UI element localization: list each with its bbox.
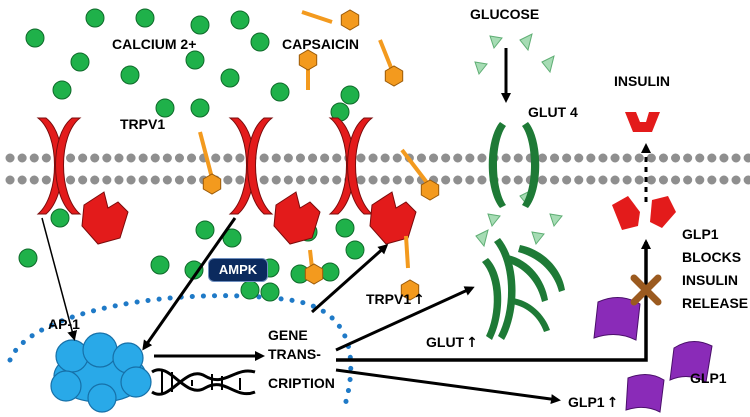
label-glut-up: GLUT↑ [426, 334, 478, 352]
calcium-ion [50, 208, 70, 228]
capsaicin-tail [404, 235, 410, 269]
arrow-gene-to-insulin [336, 239, 651, 362]
calcium-ion [345, 240, 365, 260]
glp1-receptor [612, 196, 676, 230]
label-capsaicin: CAPSAICIN [282, 36, 360, 52]
capsaicin-head [340, 9, 360, 31]
up-arrow-icon: ↑ [466, 335, 478, 351]
calcium-ion [250, 32, 270, 52]
capsaicin-tail [301, 10, 333, 24]
capsaicin-head [420, 179, 440, 201]
label-ap1: AP-1 [48, 316, 80, 332]
label-glp1: GLP1 [690, 370, 727, 386]
glucose-molecule [487, 213, 501, 228]
label-gene-line1: GENE [268, 327, 308, 343]
capsaicin-head [400, 279, 420, 301]
calcium-ion [220, 68, 240, 88]
trpv1-channel-left [36, 117, 129, 245]
calcium-ion [240, 280, 260, 300]
calcium-ion [195, 220, 215, 240]
glucose-molecule [541, 55, 555, 74]
arrow-ampk-to-ap1 [142, 217, 237, 351]
calcium-ion [135, 8, 155, 28]
calcium-ion [335, 218, 355, 238]
up-arrow-icon: ↑ [413, 292, 425, 308]
label-trpv1: TRPV1 [120, 116, 166, 132]
trpv1-channel-right [328, 117, 417, 245]
glucose-molecule [474, 61, 488, 76]
arrow-trpv1-to-ap1 [41, 217, 78, 341]
glucose-molecule [531, 231, 545, 246]
capsaicin-molecules [198, 9, 440, 301]
label-glucose: GLUCOSE [470, 6, 540, 22]
capsaicin-head [298, 49, 318, 71]
glp1-molecules [593, 297, 713, 413]
pathway-arrows [41, 48, 651, 405]
calcium-ion [70, 52, 90, 72]
calcium-ion [85, 8, 105, 28]
arrow-gene-to-glut [335, 286, 475, 352]
glut-cluster [482, 238, 565, 340]
label-glp1-blocks-2: BLOCKS [682, 249, 742, 265]
calcium-ion [150, 255, 170, 275]
label-gene-line2: TRANS- [268, 346, 321, 362]
calcium-ion [260, 282, 280, 302]
insulin-molecule [625, 112, 660, 132]
label-calcium: CALCIUM 2+ [112, 36, 197, 52]
ampk-box: AMPK [208, 258, 268, 282]
label-gene-line3: CRIPTION [268, 375, 335, 391]
capsaicin-head [202, 173, 222, 195]
glucose-molecule [549, 213, 563, 228]
glut4-transporter [488, 122, 540, 208]
glucose-molecule [475, 229, 489, 248]
calcium-ion [270, 82, 290, 102]
calcium-ion [230, 10, 250, 30]
label-insulin: INSULIN [614, 73, 670, 89]
calcium-ion [222, 228, 242, 248]
label-glp1-blocks-3: INSULIN [682, 272, 738, 288]
cell-membrane [5, 153, 750, 185]
calcium-ion [185, 50, 205, 70]
label-glp1-blocks-4: RELEASE [682, 295, 749, 311]
glucose-molecules [474, 33, 563, 248]
glucose-molecule [519, 33, 533, 52]
capsaicin-tail [400, 148, 430, 186]
capsaicin-head [304, 263, 324, 285]
glut-up-text: GLUT [426, 334, 465, 350]
label-glut4: GLUT 4 [528, 104, 578, 120]
arrow-gene-to-trpv1 [311, 244, 389, 314]
calcium-ion [25, 28, 45, 48]
trpv1-up-text: TRPV1 [366, 291, 412, 307]
calcium-ion [190, 98, 210, 118]
calcium-ion [120, 65, 140, 85]
label-trpv1-up: TRPV1↑ [366, 291, 425, 309]
glp1-up-text: GLP1 [568, 394, 605, 410]
calcium-ion [18, 248, 38, 268]
capsaicin-tail [378, 39, 394, 71]
capsaicin-head [384, 65, 404, 87]
trpv1-channel-middle [228, 117, 321, 245]
dna-helix [151, 368, 256, 396]
calcium-ion [190, 15, 210, 35]
calcium-ion [155, 98, 175, 118]
ap1-cloud [50, 332, 152, 413]
calcium-ion [340, 85, 360, 105]
glucose-molecule [489, 35, 503, 50]
up-arrow-icon: ↑ [606, 395, 619, 411]
calcium-ion [320, 262, 340, 282]
block-x-icon [630, 274, 662, 306]
label-glp1-up: GLP1↑ [568, 394, 618, 412]
arrow-gene-to-glp1 [335, 368, 561, 405]
capsaicin-tail [198, 131, 214, 179]
calcium-ion [52, 80, 72, 100]
label-glp1-blocks-1: GLP1 [682, 226, 719, 242]
